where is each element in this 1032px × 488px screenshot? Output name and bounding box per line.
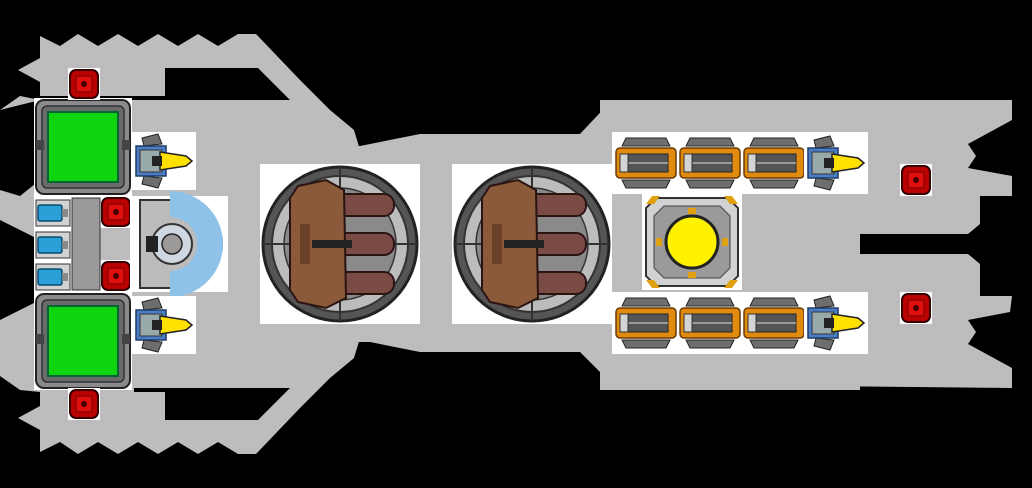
railgun-bottom-3[interactable] — [741, 293, 807, 353]
cannon-turret-left[interactable] — [258, 162, 422, 326]
railgun-top-2[interactable] — [677, 133, 743, 193]
battery-stack[interactable] — [34, 196, 101, 292]
sensor-top-left[interactable] — [67, 67, 101, 101]
thruster-left-bottom[interactable] — [131, 295, 197, 355]
sensor-right-top[interactable] — [899, 163, 933, 197]
railgun-bottom-2[interactable] — [677, 293, 743, 353]
railgun-top-1[interactable] — [613, 133, 679, 193]
reactor[interactable] — [640, 192, 744, 292]
sensor-mid-upper[interactable] — [99, 195, 133, 229]
cockpit-dome[interactable] — [130, 191, 228, 297]
thruster-left-top[interactable] — [131, 131, 197, 191]
command-core-top[interactable] — [34, 98, 132, 196]
cannon-turret-right[interactable] — [450, 162, 614, 326]
thruster-right-top[interactable] — [803, 133, 869, 193]
railgun-bottom-1[interactable] — [613, 293, 679, 353]
sensor-bottom-left[interactable] — [67, 387, 101, 421]
thruster-right-bottom[interactable] — [803, 293, 869, 353]
command-core-bottom[interactable] — [34, 292, 132, 390]
sensor-mid-lower[interactable] — [99, 259, 133, 293]
sensor-right-bottom[interactable] — [899, 291, 933, 325]
railgun-top-3[interactable] — [741, 133, 807, 193]
